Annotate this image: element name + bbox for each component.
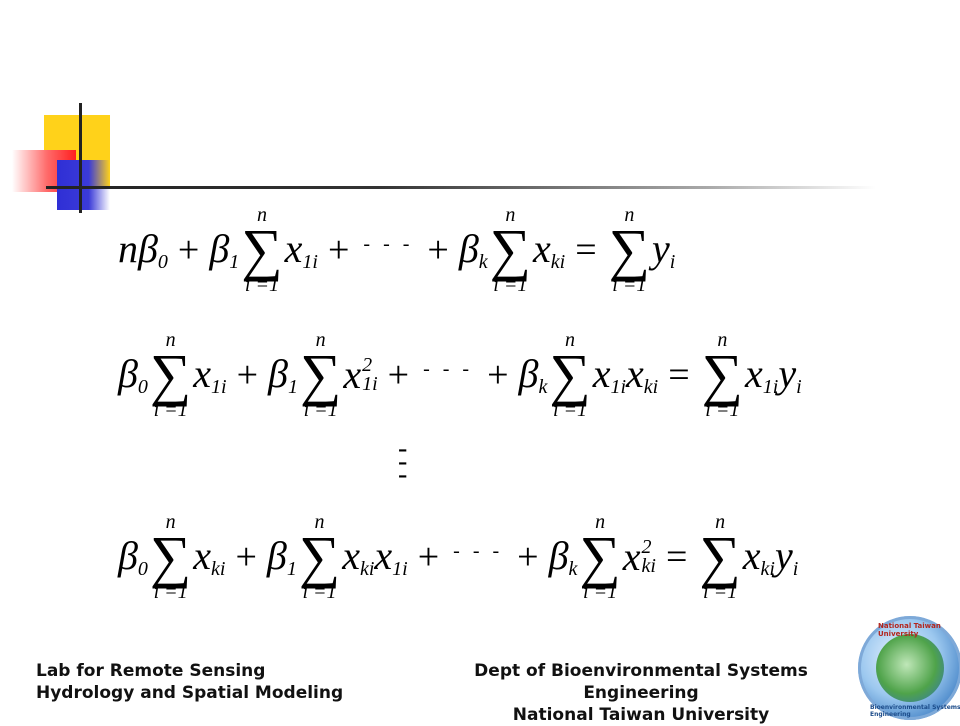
footer-right-line2: National Taiwan University <box>512 705 770 725</box>
summation-symbol: n∑i =1 <box>699 511 741 603</box>
summation-symbol: n∑i =1 <box>579 511 621 603</box>
summation-symbol: n∑i =1 <box>549 329 591 421</box>
university-logo-icon: National Taiwan University Bioenvironmen… <box>858 616 960 720</box>
ornament-vertical-line <box>79 103 82 213</box>
summation-symbol: n∑i =1 <box>241 204 283 296</box>
summation-symbol: n∑i =1 <box>489 204 531 296</box>
summation-symbol: n∑i =1 <box>298 511 341 603</box>
ornament-blue-square <box>57 160 110 210</box>
normal-equation-1: nβ0 + β1 n∑i =1 x1i + - - - + βk n∑i =1 … <box>118 204 676 296</box>
title-underline <box>46 186 876 189</box>
footer-lab-name: Lab for Remote Sensing Hydrology and Spa… <box>36 660 343 704</box>
logo-ring-text: National Taiwan University Bioenvironmen… <box>870 622 960 718</box>
summation-symbol: n∑i =1 <box>701 329 744 421</box>
footer-left-line2: Hydrology and Spatial Modeling <box>36 683 344 703</box>
footer-department: Dept of Bioenvironmental Systems Enginee… <box>418 660 864 726</box>
summation-symbol: n∑i =1 <box>299 329 342 421</box>
globe-icon <box>876 634 944 702</box>
footer-left-line1: Lab for Remote Sensing <box>36 661 266 681</box>
footer-right-line1: Dept of Bioenvironmental Systems Enginee… <box>474 661 808 703</box>
summation-symbol: n∑i =1 <box>608 204 650 296</box>
summation-symbol: n∑i =1 <box>149 511 192 603</box>
summation-symbol: n∑i =1 <box>149 329 192 421</box>
normal-equation-k: β0 n∑i =1 xki + β1 n∑i =1 xkix1i + - - -… <box>118 511 799 603</box>
vertical-ellipsis: --- <box>398 433 408 490</box>
